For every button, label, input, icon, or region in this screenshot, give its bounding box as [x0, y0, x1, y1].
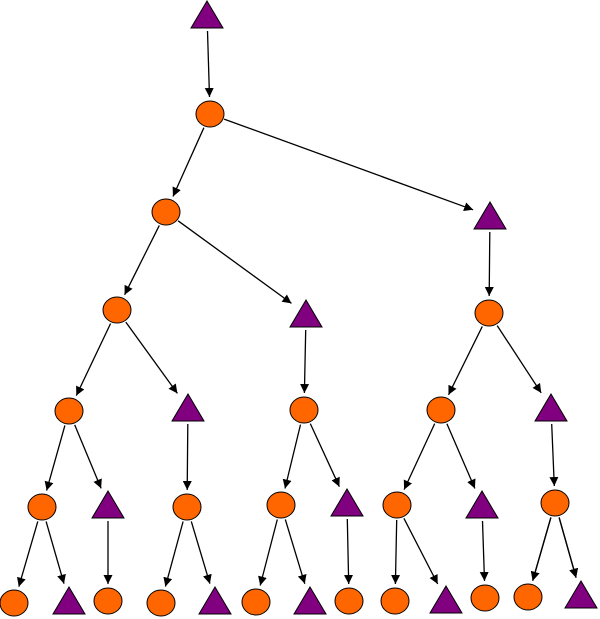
- edge-arrow-c5-to-c9: [282, 424, 302, 489]
- edge-arrow-c1-to-c2: [124, 225, 160, 296]
- circle-node-c13: [93, 587, 123, 615]
- circle-node-c8: [172, 493, 202, 521]
- edge-arrow-t3-to-c8: [182, 423, 192, 491]
- edge-group: [16, 30, 578, 587]
- edge-arrow-c10-to-t11: [403, 518, 439, 585]
- edge-arrow-t0-to-c0: [204, 30, 214, 98]
- circle-node-c9: [266, 491, 296, 519]
- edge-arrow-c8-to-t9: [190, 521, 212, 584]
- triangle-node-t6: [330, 488, 364, 517]
- edge-arrow-c2-to-t3: [125, 321, 178, 394]
- edge-arrow-c11-to-c20: [530, 517, 552, 581]
- edge-arrow-c9-to-t10: [284, 519, 307, 584]
- edge-arrow-c3-to-c6: [447, 326, 483, 396]
- edge-arrow-c11-to-t13: [558, 517, 578, 578]
- edge-arrow-c0-to-c1: [172, 127, 205, 197]
- circle-node-c18: [470, 584, 500, 612]
- circle-node-c6: [426, 396, 456, 424]
- circle-node-c5: [289, 396, 319, 424]
- edge-arrow-c10-to-c17: [391, 519, 401, 585]
- edge-arrow-c3-to-t4: [496, 325, 542, 394]
- circle-node-c3: [474, 299, 504, 327]
- edge-arrow-t6-to-c16: [344, 518, 354, 585]
- circle-node-c1: [151, 198, 181, 226]
- edge-arrow-c5-to-t6: [309, 423, 340, 487]
- edge-arrow-c4-to-t5: [74, 424, 102, 489]
- edge-arrow-t4-to-c11: [549, 423, 559, 487]
- triangle-node-t10: [293, 586, 327, 615]
- edge-arrow-t2-to-c5: [300, 329, 310, 394]
- edge-arrow-t1-to-c3: [484, 231, 494, 297]
- triangle-node-t4: [534, 393, 568, 422]
- circle-node-c14: [146, 589, 176, 617]
- triangle-node-t8: [52, 586, 86, 615]
- circle-node-c19: [513, 583, 543, 611]
- circle-node-c10: [382, 491, 412, 519]
- edge-arrow-c0-to-t1: [223, 118, 474, 211]
- triangle-node-t12: [564, 580, 598, 609]
- edge-arrow-c7-to-t8: [45, 521, 66, 584]
- edge-arrow-c2-to-c4: [75, 323, 112, 396]
- circle-node-c7: [27, 493, 57, 521]
- circle-node-c2: [102, 296, 132, 324]
- triangle-node-t9: [198, 586, 232, 615]
- triangle-node-t2: [289, 299, 323, 328]
- edge-arrow-c6-to-c10: [403, 423, 436, 490]
- triangle-node-t11: [429, 585, 463, 614]
- edge-arrow-c6-to-t7: [446, 423, 476, 489]
- circle-node-c17: [380, 587, 410, 615]
- edge-arrow-c9-to-c15: [258, 519, 278, 586]
- edge-arrow-t7-to-c18: [479, 520, 489, 582]
- circle-node-c4: [54, 397, 84, 425]
- circle-node-c15: [241, 588, 271, 616]
- edge-arrow-c1-to-t2: [177, 220, 292, 304]
- triangle-node-t5: [91, 490, 125, 519]
- triangle-node-t3: [171, 393, 205, 422]
- edge-arrow-c7-to-c12: [16, 521, 39, 587]
- circle-node-c0: [195, 100, 225, 128]
- edge-arrow-c4-to-c7: [44, 425, 66, 491]
- circle-node-c12: [0, 589, 29, 617]
- edge-arrow-c8-to-c14: [163, 521, 184, 587]
- triangle-node-t1: [473, 201, 507, 230]
- circle-node-c11: [540, 489, 570, 517]
- triangle-node-t7: [465, 490, 499, 519]
- triangle-node-t0: [190, 0, 224, 29]
- circle-node-c16: [334, 587, 364, 615]
